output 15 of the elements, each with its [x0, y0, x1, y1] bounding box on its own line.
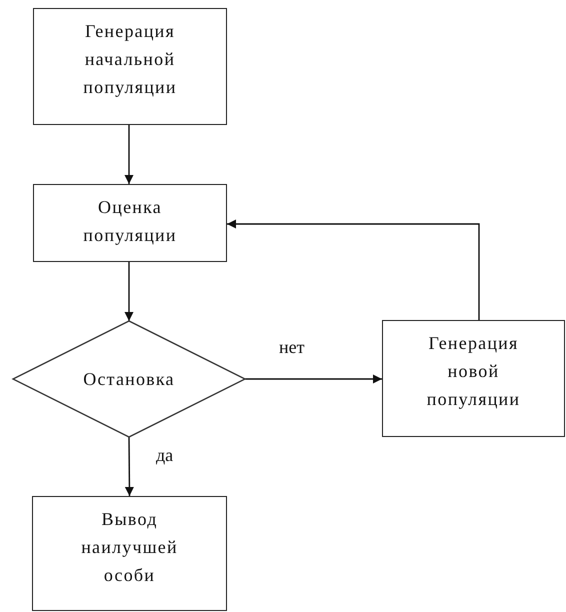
process-box: [32, 496, 227, 611]
process-box: [33, 8, 227, 125]
node-text: Генерация начальной популяции: [82, 20, 178, 99]
decision-diamond: [13, 321, 245, 437]
arrow: [245, 374, 382, 384]
arrow: [124, 262, 134, 321]
process-box: [382, 320, 565, 437]
node-text: Вывод наилучшей особи: [80, 508, 179, 587]
node-text: Остановка: [83, 368, 175, 391]
node-text: Генерация новой популяции: [426, 332, 522, 411]
arrow: [227, 220, 480, 320]
node-text: Оценка популяции: [82, 196, 178, 247]
arrow: [124, 437, 134, 496]
process-box: [33, 184, 227, 262]
arrow: [124, 125, 134, 184]
